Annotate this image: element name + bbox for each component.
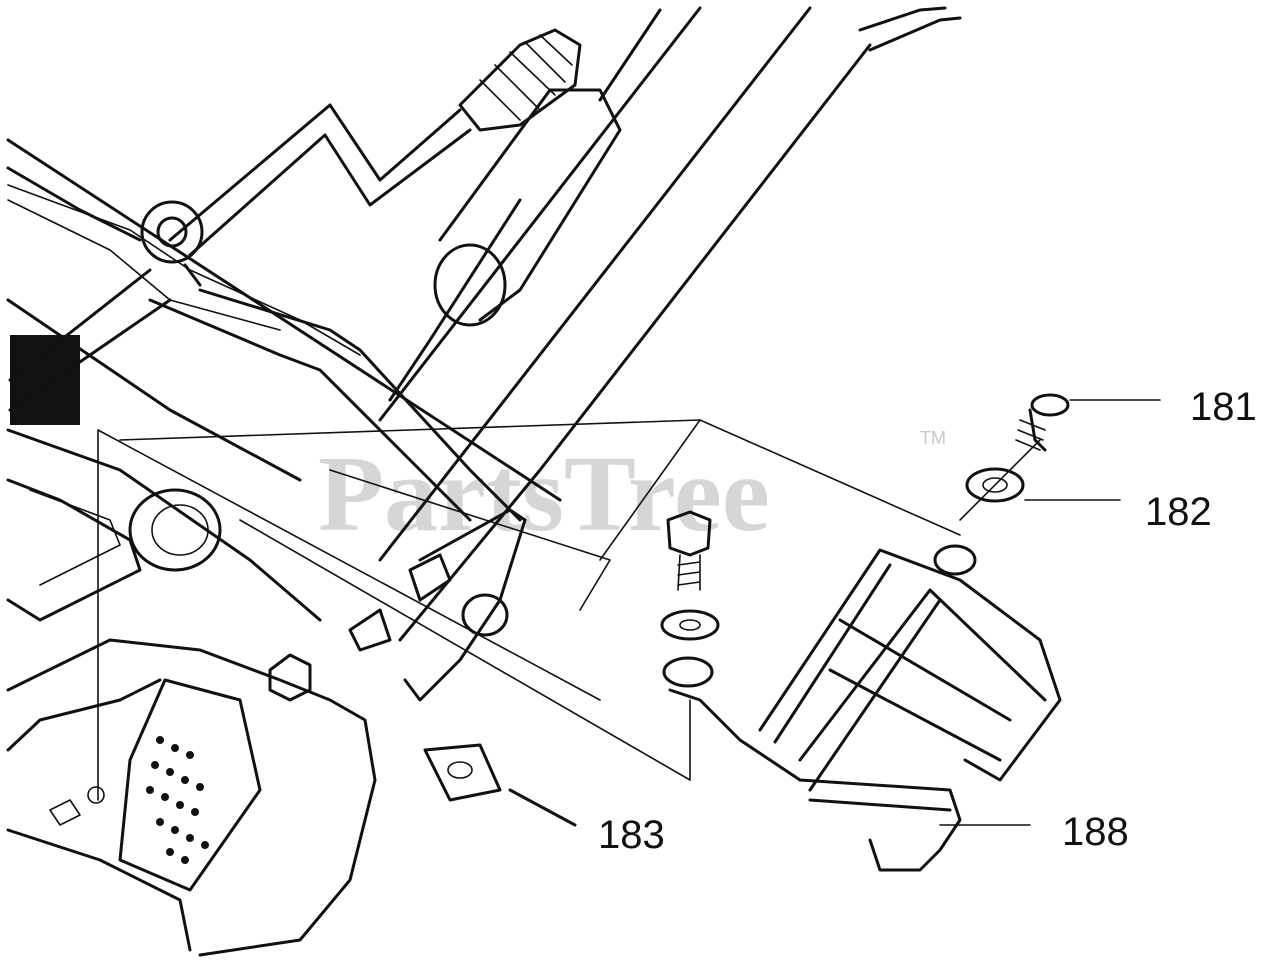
part-181-bolt — [1015, 393, 1161, 452]
grille-plate — [118, 678, 262, 892]
bolt-washer-set — [660, 510, 977, 688]
leader-183 — [508, 788, 577, 827]
watermark-trademark: TM — [920, 428, 946, 448]
callout-188: 188 — [1062, 810, 1129, 854]
part-188-wire-frame — [668, 548, 1062, 872]
pulley — [128, 488, 222, 572]
assembly-lines — [97, 419, 1041, 781]
hex-nut — [268, 653, 312, 702]
mower-deck — [6, 138, 562, 957]
black-panel — [10, 335, 80, 425]
cable-tube — [438, 88, 622, 322]
callout-183: 183 — [598, 813, 665, 857]
handle-bar — [348, 6, 962, 702]
bushing — [140, 200, 204, 264]
control-rod — [8, 8, 662, 412]
watermark-text: PartsTree — [318, 435, 770, 554]
callout-182: 182 — [1145, 490, 1212, 534]
part-182-washer — [965, 467, 1121, 503]
part-183-clip — [423, 743, 577, 827]
callout-181: 181 — [1190, 385, 1257, 429]
